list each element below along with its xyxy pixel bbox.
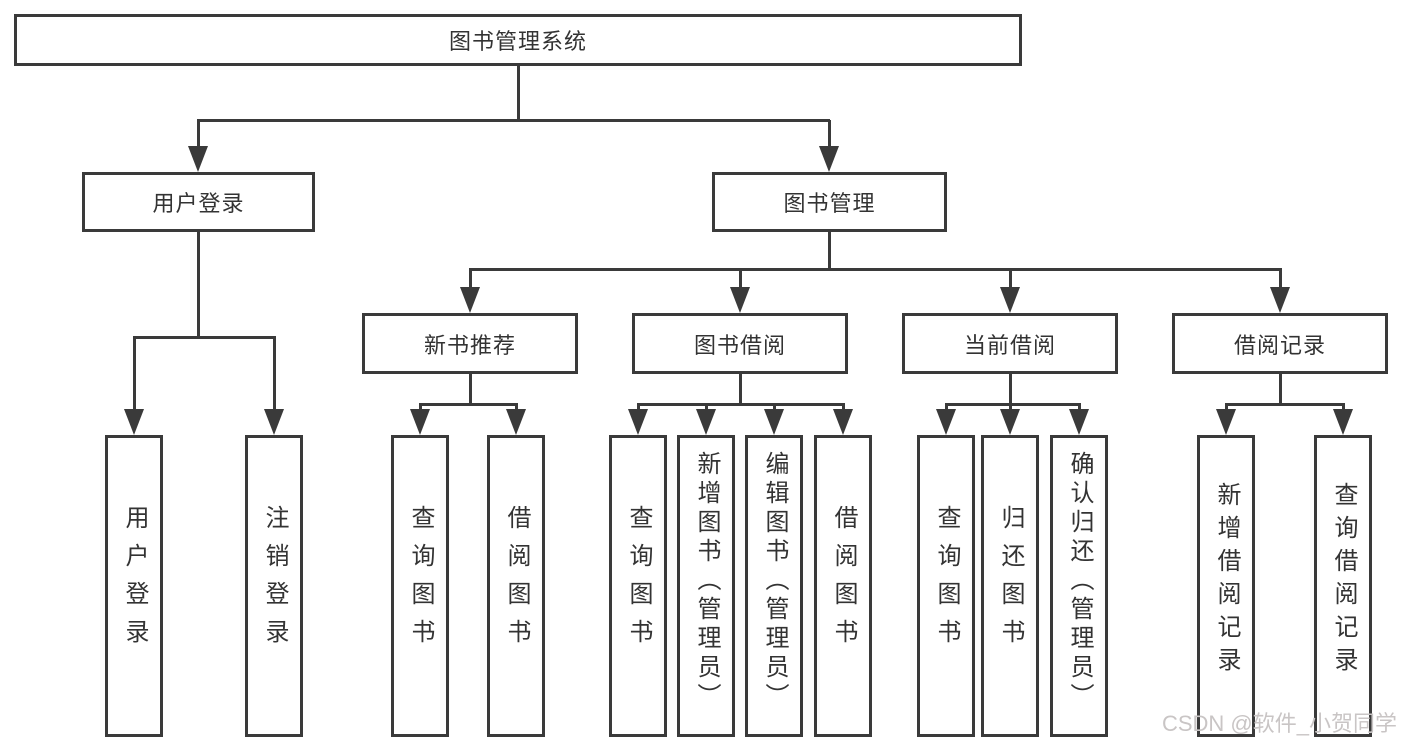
connector-line bbox=[1279, 269, 1282, 290]
connector-line bbox=[517, 66, 520, 122]
connector-line bbox=[1009, 374, 1012, 406]
node-new-book-recommendation: 新书推荐 bbox=[362, 313, 578, 374]
arrow-down-icon bbox=[819, 146, 839, 172]
node-label: 图书借阅 bbox=[693, 332, 786, 358]
connector-line bbox=[828, 232, 831, 271]
node-label: 用户登录 bbox=[121, 505, 148, 657]
arrow-down-icon bbox=[460, 287, 480, 313]
connector-line bbox=[469, 374, 472, 406]
connector-line bbox=[515, 404, 518, 411]
node-label: 当前借阅 bbox=[963, 332, 1056, 358]
arrow-down-icon bbox=[124, 409, 144, 435]
arrow-down-icon bbox=[1000, 409, 1020, 435]
node-user-login: 用户登录 bbox=[82, 172, 315, 232]
leaf-query-books-current: 查询图书 bbox=[917, 435, 975, 737]
leaf-query-borrow-record: 查询借阅记录 bbox=[1314, 435, 1372, 737]
node-label: 编辑图书（管理员） bbox=[761, 450, 788, 712]
connector-line bbox=[197, 232, 200, 339]
leaf-borrow-books-recommend: 借阅图书 bbox=[487, 435, 545, 737]
node-label: 注销登录 bbox=[261, 505, 288, 657]
connector-line bbox=[1078, 404, 1081, 411]
node-label: 新增图书（管理员） bbox=[693, 450, 720, 712]
connector-line bbox=[1342, 404, 1345, 411]
arrow-down-icon bbox=[188, 146, 208, 172]
node-label: 新书推荐 bbox=[423, 332, 516, 358]
arrow-down-icon bbox=[696, 409, 716, 435]
node-borrowing-records: 借阅记录 bbox=[1172, 313, 1388, 374]
connector-line bbox=[945, 404, 948, 411]
node-label: 借阅图书 bbox=[830, 505, 857, 657]
node-label: 查询图书 bbox=[625, 505, 652, 657]
leaf-logout: 注销登录 bbox=[245, 435, 303, 737]
node-label: 查询借阅记录 bbox=[1330, 482, 1357, 680]
connector-line bbox=[773, 404, 776, 411]
connector-line bbox=[739, 374, 742, 406]
arrow-down-icon bbox=[410, 409, 430, 435]
leaf-query-books-borrowing: 查询图书 bbox=[609, 435, 667, 737]
connector-line bbox=[705, 404, 708, 411]
connector-line bbox=[1279, 374, 1282, 406]
arrow-down-icon bbox=[833, 409, 853, 435]
leaf-confirm-return-admin: 确认归还（管理员） bbox=[1050, 435, 1108, 737]
connector-line bbox=[273, 337, 276, 411]
connector-line bbox=[419, 404, 422, 411]
arrow-down-icon bbox=[1069, 409, 1089, 435]
leaf-add-borrow-record: 新增借阅记录 bbox=[1197, 435, 1255, 737]
arrow-down-icon bbox=[628, 409, 648, 435]
node-label: 查询图书 bbox=[407, 505, 434, 657]
leaf-user-login: 用户登录 bbox=[105, 435, 163, 737]
node-label: 图书管理 bbox=[783, 191, 876, 216]
connector-line bbox=[1009, 269, 1012, 290]
leaf-add-book-admin: 新增图书（管理员） bbox=[677, 435, 735, 737]
connector-line bbox=[945, 403, 1081, 406]
connector-line bbox=[828, 120, 831, 148]
connector-line bbox=[197, 119, 830, 122]
connector-line bbox=[197, 120, 200, 148]
leaf-return-book: 归还图书 bbox=[981, 435, 1039, 737]
node-label: 借阅图书 bbox=[503, 505, 530, 657]
node-library-management-system: 图书管理系统 bbox=[14, 14, 1022, 66]
connector-line bbox=[1225, 404, 1228, 411]
connector-line bbox=[133, 337, 136, 411]
watermark: CSDN @软件_小贺同学 bbox=[1161, 711, 1397, 736]
node-label: 归还图书 bbox=[997, 505, 1024, 657]
leaf-borrow-books-2: 借阅图书 bbox=[814, 435, 872, 737]
connector-line bbox=[133, 336, 276, 339]
arrow-down-icon bbox=[1270, 287, 1290, 313]
arrow-down-icon bbox=[1216, 409, 1236, 435]
connector-line bbox=[469, 269, 472, 290]
leaf-edit-book-admin: 编辑图书（管理员） bbox=[745, 435, 803, 737]
node-current-borrowing: 当前借阅 bbox=[902, 313, 1118, 374]
arrow-down-icon bbox=[936, 409, 956, 435]
connector-line bbox=[637, 404, 640, 411]
node-label: 借阅记录 bbox=[1233, 332, 1326, 358]
node-book-management: 图书管理 bbox=[712, 172, 947, 232]
arrow-down-icon bbox=[506, 409, 526, 435]
node-label: 图书管理系统 bbox=[448, 29, 587, 54]
arrow-down-icon bbox=[1000, 287, 1020, 313]
node-book-borrowing: 图书借阅 bbox=[632, 313, 848, 374]
node-label: 查询图书 bbox=[933, 505, 960, 657]
arrow-down-icon bbox=[764, 409, 784, 435]
connector-line bbox=[1225, 403, 1345, 406]
node-label: 新增借阅记录 bbox=[1213, 482, 1240, 680]
arrow-down-icon bbox=[730, 287, 750, 313]
leaf-query-books-recommend: 查询图书 bbox=[391, 435, 449, 737]
node-label: 确认归还（管理员） bbox=[1066, 450, 1093, 712]
arrow-down-icon bbox=[264, 409, 284, 435]
connector-line bbox=[637, 403, 845, 406]
connector-line bbox=[739, 269, 742, 290]
connector-line bbox=[469, 268, 1282, 271]
connector-line bbox=[419, 403, 518, 406]
node-label: 用户登录 bbox=[152, 191, 245, 216]
connector-line bbox=[1009, 404, 1012, 411]
arrow-down-icon bbox=[1333, 409, 1353, 435]
connector-line bbox=[842, 404, 845, 411]
